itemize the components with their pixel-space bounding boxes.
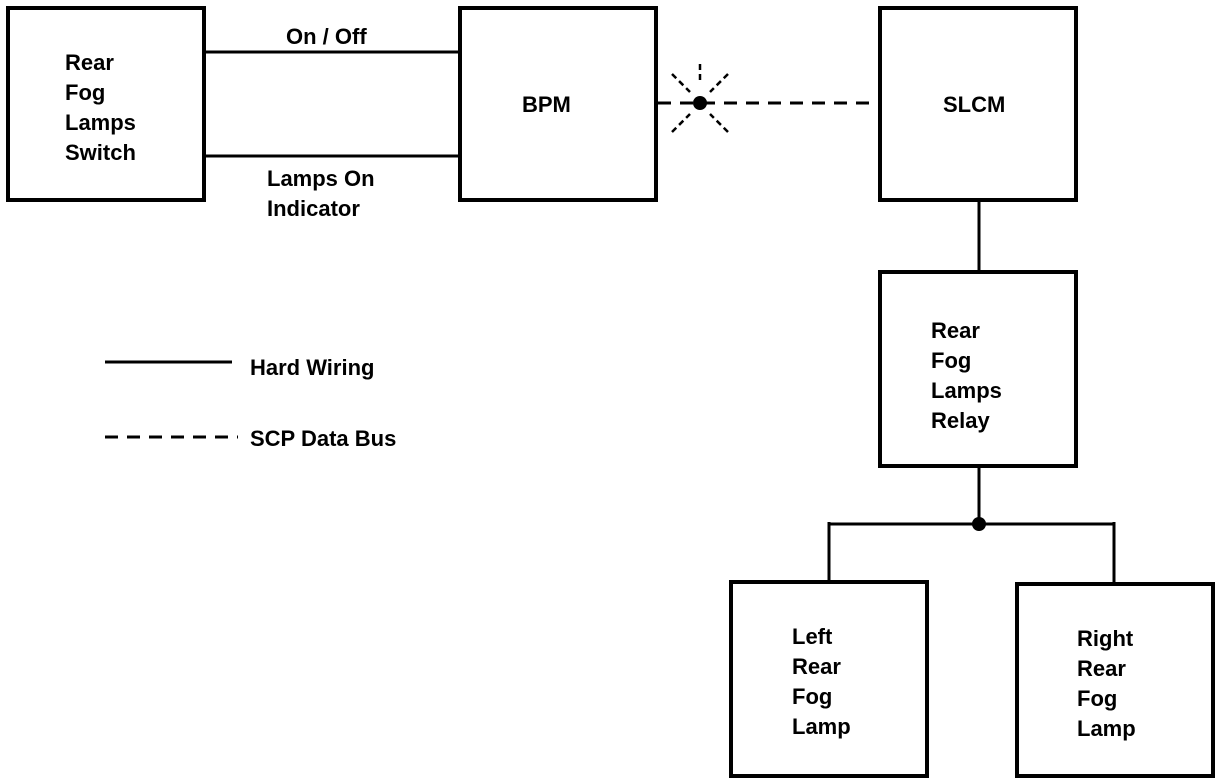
rear-fog-lamps-switch-box xyxy=(6,6,206,202)
fault-burst-icon xyxy=(671,64,729,133)
legend-hard-wiring-label: Hard Wiring xyxy=(250,355,375,380)
on-off-label: On / Off xyxy=(286,24,367,49)
bpm-label: BPM xyxy=(522,92,571,117)
relay-box-label: Rear Fog Lamps Relay xyxy=(931,318,1002,433)
switch-box-label: Rear Fog Lamps Switch xyxy=(65,50,136,165)
slcm-box xyxy=(878,6,1078,202)
left-rear-fog-lamp-box xyxy=(729,580,929,778)
junction-dot xyxy=(972,517,986,531)
left-lamp-label: Left Rear Fog Lamp xyxy=(792,624,851,739)
lamps-on-indicator-label: Lamps On Indicator xyxy=(267,166,375,221)
right-rear-fog-lamp-box xyxy=(1015,582,1215,778)
legend-scp-data-bus-label: SCP Data Bus xyxy=(250,426,397,451)
slcm-label: SLCM xyxy=(943,92,1006,117)
bpm-box xyxy=(458,6,658,202)
right-lamp-label: Right Rear Fog Lamp xyxy=(1077,626,1136,741)
rear-fog-lamps-relay-box xyxy=(878,270,1078,468)
